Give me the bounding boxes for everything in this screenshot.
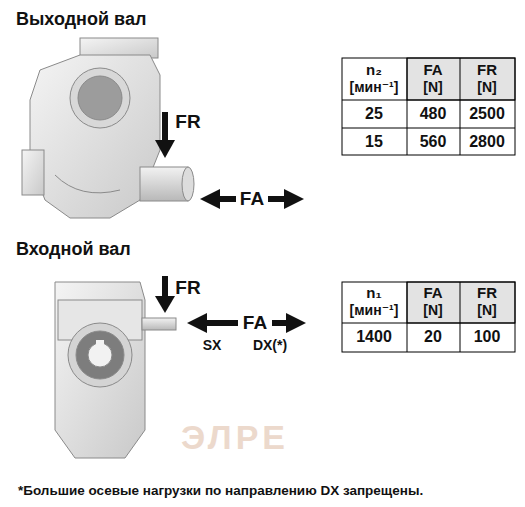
table-header: [мин⁻¹] [350, 80, 399, 95]
watermark: ЭЛРЕ [181, 419, 289, 456]
force-label: FA [243, 313, 267, 334]
table-header: FA [423, 285, 442, 302]
table-cell: 2500 [469, 105, 505, 123]
table-header: n₂ [366, 62, 382, 79]
direction-label: SX [203, 338, 222, 353]
output-gearbox [22, 38, 194, 218]
force-arrows [155, 112, 304, 209]
table-header: [мин⁻¹] [350, 303, 399, 318]
table-header: n₁ [366, 285, 381, 302]
table-cell: 1400 [356, 328, 392, 346]
input-gearbox [55, 282, 176, 458]
table-cell: 25 [365, 105, 383, 123]
table-header: FR [477, 62, 497, 79]
table-header: [N] [477, 303, 496, 318]
force-label: FA [240, 189, 264, 210]
footnote: *Большие осевые нагрузки по направлению … [18, 484, 423, 499]
section-heading: Выходной вал [16, 10, 146, 30]
load-table [342, 282, 515, 352]
table-header: FA [423, 62, 442, 79]
section-heading: Входной вал [16, 240, 131, 260]
table-cell: 100 [474, 328, 501, 346]
table-cell: 2800 [469, 133, 505, 151]
table-header: [N] [423, 303, 442, 318]
table-header: [N] [423, 80, 442, 95]
force-label: FR [175, 112, 200, 133]
table-header: FR [477, 285, 497, 302]
force-label: FR [175, 278, 200, 299]
table-cell: 480 [420, 105, 447, 123]
force-arrows [155, 276, 306, 333]
table-cell: 15 [365, 133, 383, 151]
table-cell: 560 [420, 133, 447, 151]
table-cell: 20 [424, 328, 442, 346]
direction-label: DX(*) [253, 338, 287, 353]
load-table [342, 58, 515, 155]
table-header: [N] [477, 80, 496, 95]
